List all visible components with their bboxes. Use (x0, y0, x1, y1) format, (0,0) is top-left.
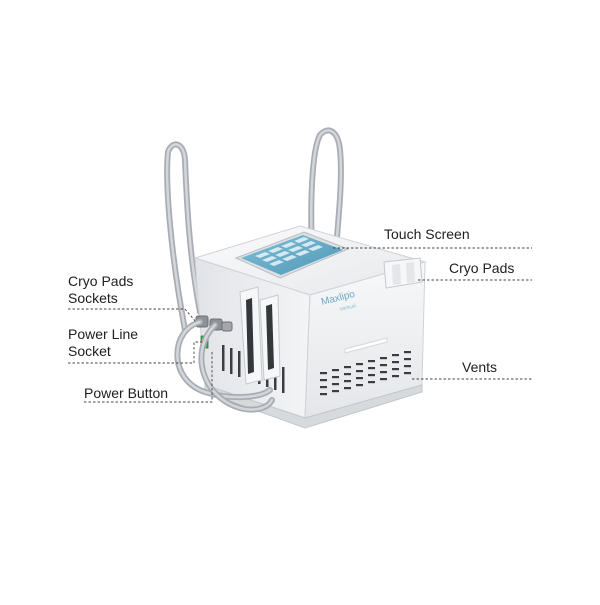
label-cryo-pads-sockets-line1: Cryo Pads (68, 273, 134, 289)
cryo-pad-left (239, 286, 281, 385)
front-light-bar (344, 337, 388, 354)
label-cryo-pads-sockets: Cryo Pads Sockets (68, 273, 133, 307)
cryo-pad-right (383, 257, 423, 289)
label-cryo-pads: Cryo Pads (449, 260, 515, 276)
touch-screen (234, 231, 350, 279)
leader-lines (68, 247, 532, 403)
leader-cryo-pads-sockets (68, 308, 197, 323)
label-vents: Vents (462, 359, 498, 375)
front-hoses (174, 319, 275, 413)
label-power-line-socket: Power Line Socket (68, 326, 138, 360)
label-power-line-socket-line2: Socket (68, 343, 111, 359)
leader-power-line-socket (68, 341, 202, 364)
cryo-pad-hoses (164, 127, 344, 333)
label-cryo-pads-sockets-line2: Sockets (68, 290, 118, 306)
label-touch-screen: Touch Screen (384, 226, 470, 242)
brand-logo-subtext: Vertical (339, 303, 356, 313)
label-power-line-socket-line1: Power Line (68, 326, 139, 342)
front-vents (320, 351, 411, 396)
label-power-button: Power Button (84, 385, 169, 401)
leader-power-button (84, 350, 213, 403)
